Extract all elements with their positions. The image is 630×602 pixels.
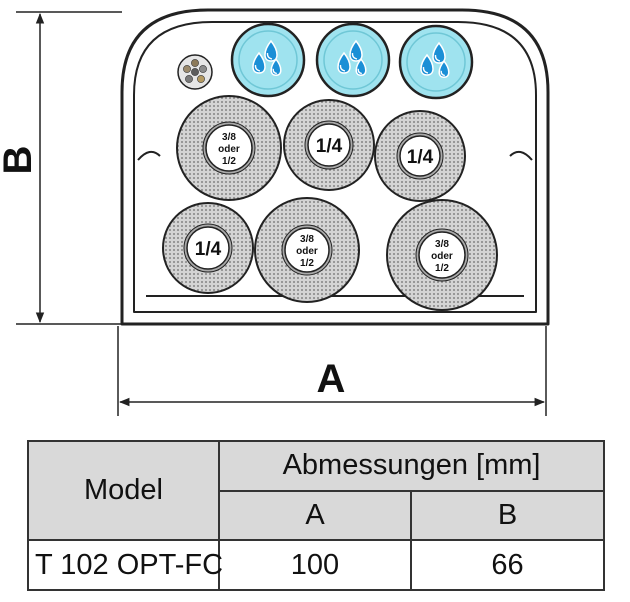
gland-size-label: 1/2 xyxy=(300,258,314,269)
gland-size-label: oder xyxy=(218,144,240,155)
dimension-b xyxy=(16,11,122,325)
cable-gland: 1/4 xyxy=(283,99,375,191)
gland-size-label: 1/4 xyxy=(407,147,434,168)
water-drops-icon xyxy=(337,39,367,76)
gland-size-label: oder xyxy=(431,251,453,262)
water-outlet xyxy=(230,22,306,98)
cable-gland: 1/4 xyxy=(162,202,254,294)
gland-size-label: 1/4 xyxy=(316,136,343,157)
header-dimensions: Abmessungen [mm] xyxy=(217,440,606,492)
dimension-b-label: B xyxy=(0,146,40,175)
water-drops-icon xyxy=(252,39,282,76)
dimension-a-label: A xyxy=(317,357,346,401)
gland-size-label: 1/4 xyxy=(195,239,222,260)
water-outlet xyxy=(315,22,391,98)
gland-size-label: 3/8 xyxy=(222,132,236,143)
dimension-a xyxy=(117,326,547,416)
gland-size-label: 1/2 xyxy=(222,156,236,167)
water-drops-icon xyxy=(420,41,450,78)
header-col-a: A xyxy=(218,489,412,542)
water-outlet xyxy=(398,24,474,100)
table-row: T 102 OPT-FC 100 66 xyxy=(27,539,606,591)
gland-size-label: 3/8 xyxy=(435,239,449,250)
header-model: Model xyxy=(27,439,220,542)
cable-gland: 1/4 xyxy=(374,110,466,202)
cell-b: 66 xyxy=(409,539,606,591)
gland-size-label: 1/2 xyxy=(435,263,449,274)
table-subheader-row: A B xyxy=(28,489,606,542)
cell-a: 100 xyxy=(218,539,412,591)
dimensions-table: Model Abmessungen [mm] A B T 102 OPT-FC … xyxy=(27,439,606,591)
gland-size-label: 3/8 xyxy=(300,234,314,245)
gland-size-label: oder xyxy=(296,246,318,257)
cell-model: T 102 OPT-FC xyxy=(27,539,223,591)
table-header-row: Model Abmessungen [mm] xyxy=(27,439,606,542)
header-col-b: B xyxy=(409,489,606,542)
cable-connector xyxy=(177,54,213,90)
